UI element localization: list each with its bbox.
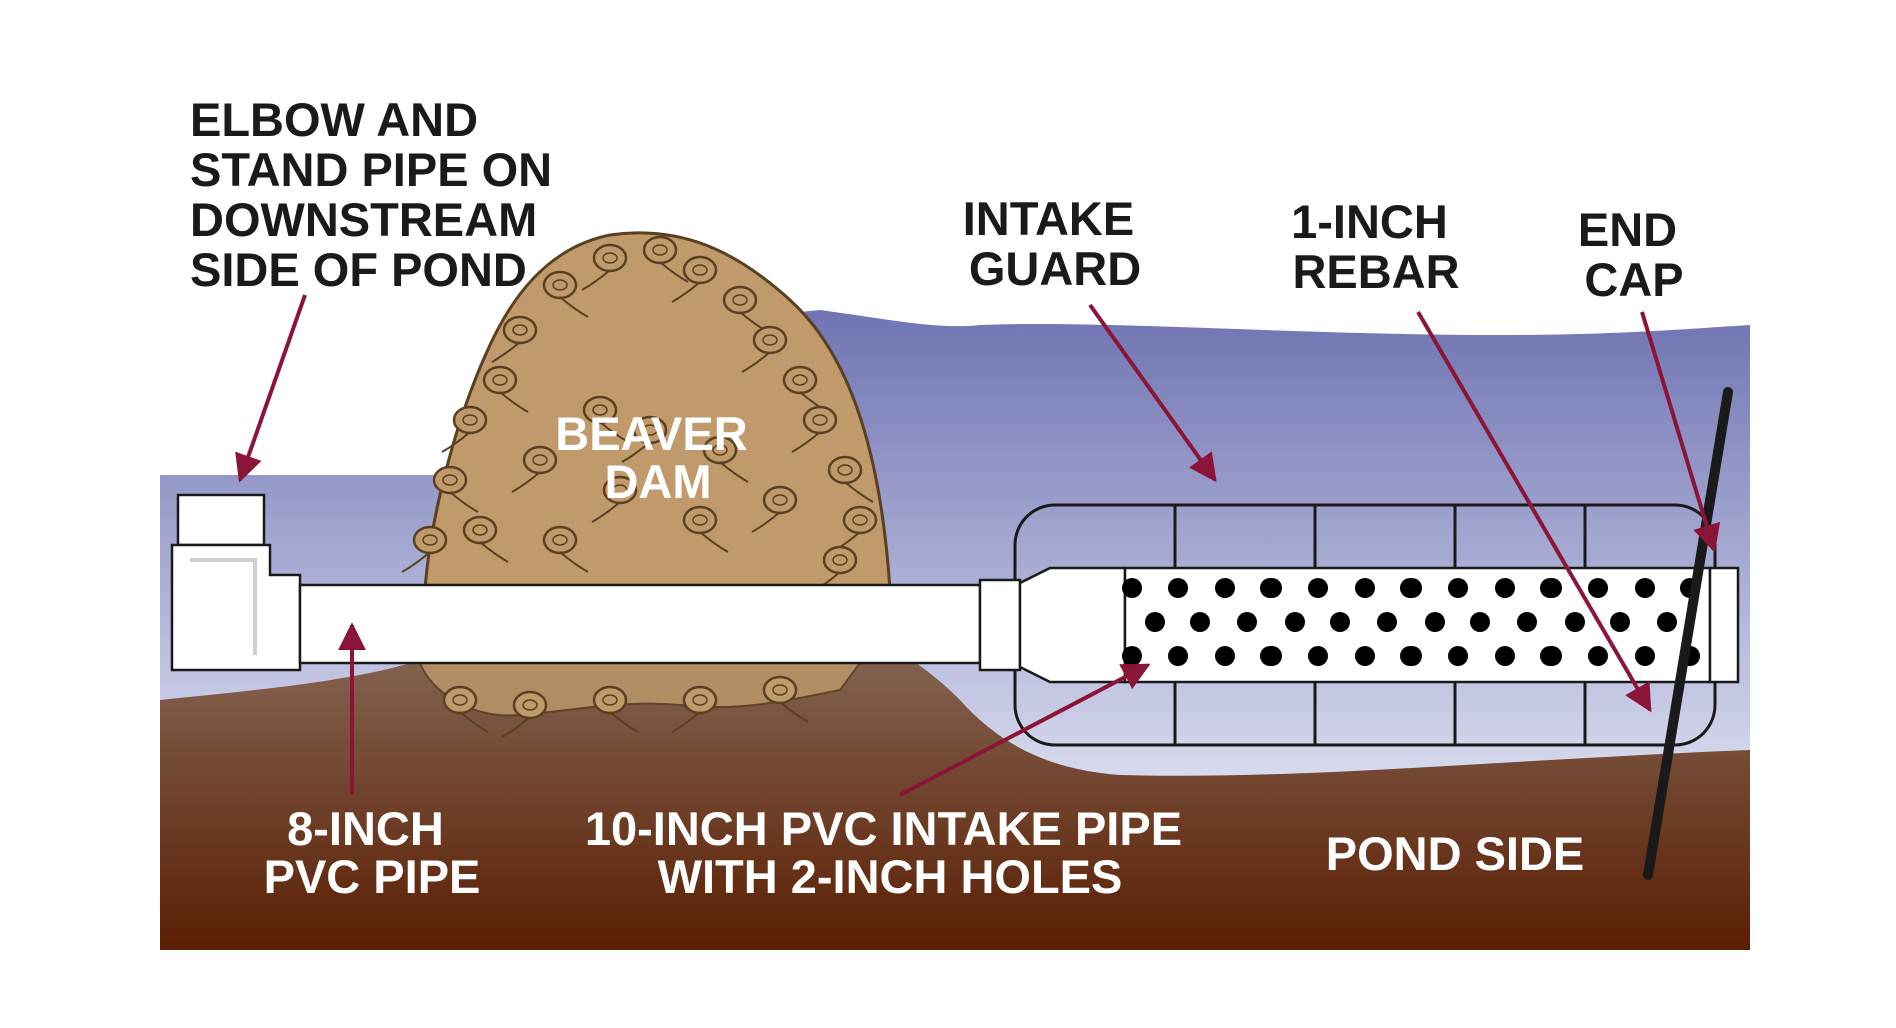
dam-stick-end xyxy=(741,325,788,373)
stand-pipe xyxy=(176,493,266,547)
labels: ELBOW AND STAND PIPE ON DOWNSTREAM SIDE … xyxy=(190,93,1690,903)
pvc-pipe-8-inch xyxy=(298,583,982,665)
dam-stick-end xyxy=(827,455,874,503)
intake-hole xyxy=(1588,646,1608,666)
dam-stick-end xyxy=(811,545,858,593)
arrow-elbow xyxy=(235,294,307,483)
dam-stick-end xyxy=(682,505,729,553)
dam-stick-end xyxy=(791,405,838,453)
intake-hole xyxy=(1145,612,1165,632)
dam-stick-end xyxy=(642,235,689,283)
arrow-end-cap xyxy=(1640,311,1721,553)
label-beaver-dam: BEAVER DAM xyxy=(555,407,760,508)
intake-hole xyxy=(1122,646,1142,666)
dam-stick-end xyxy=(591,475,638,523)
dam-stick-end xyxy=(542,525,589,573)
dam-stick-end xyxy=(782,365,829,413)
arrow-intake-pipe xyxy=(899,663,1151,797)
intake-hole xyxy=(1377,612,1397,632)
intake-hole xyxy=(1402,646,1422,666)
intake-hole xyxy=(1448,646,1468,666)
dam-stick-end xyxy=(491,315,538,363)
dam-stick-end xyxy=(702,435,749,483)
dam-stick-end xyxy=(501,690,548,738)
intake-holes xyxy=(1122,578,1700,666)
intake-hole xyxy=(1635,578,1655,598)
intake-hole xyxy=(1262,646,1282,666)
intake-hole xyxy=(1308,578,1328,598)
label-end-cap: END CAP xyxy=(1578,203,1690,306)
dam-stick-end xyxy=(621,415,668,463)
intake-hole xyxy=(1285,612,1305,632)
intake-hole xyxy=(1588,578,1608,598)
intake-hole xyxy=(1448,578,1468,598)
label-8-inch-pipe: 8-INCH PVC PIPE xyxy=(264,802,481,903)
end-cap xyxy=(1708,566,1740,684)
intake-hole xyxy=(1610,612,1630,632)
intake-hole xyxy=(1122,578,1142,598)
pipe-coupler xyxy=(978,578,1022,672)
dam-stick-end xyxy=(482,365,529,413)
dam-stick-end xyxy=(581,243,628,291)
intake-hole xyxy=(1355,578,1375,598)
dam-stick-end xyxy=(462,515,509,563)
label-rebar: 1-INCH REBAR xyxy=(1291,195,1461,298)
dam-stick-end xyxy=(401,525,448,573)
rebar-stake xyxy=(1643,387,1733,880)
label-pond-side: POND SIDE xyxy=(1326,827,1585,880)
intake-hole xyxy=(1190,612,1210,632)
dam-stick-end xyxy=(831,505,878,553)
intake-hole xyxy=(1565,612,1585,632)
dam-stick-end xyxy=(441,405,488,453)
dam-stick-end xyxy=(751,485,798,533)
intake-hole xyxy=(1495,646,1515,666)
dam-stick-end xyxy=(762,675,809,723)
intake-hole xyxy=(1402,578,1422,598)
beaver-dam-illustration xyxy=(401,231,892,738)
dam-stick-end xyxy=(432,465,479,513)
intake-hole xyxy=(1495,578,1515,598)
intake-hole xyxy=(1308,646,1328,666)
arrow-intake-guard xyxy=(1088,303,1217,483)
intake-hole xyxy=(1470,612,1490,632)
intake-hole xyxy=(1215,646,1235,666)
intake-hole xyxy=(1542,646,1562,666)
intake-hole xyxy=(1425,612,1445,632)
intake-hole xyxy=(1330,612,1350,632)
dam-stick-end xyxy=(671,685,718,733)
intake-hole xyxy=(1542,578,1562,598)
dam-stick-end xyxy=(511,445,558,493)
dam-stick-end xyxy=(542,270,589,318)
label-intake-guard: INTAKE GUARD xyxy=(963,192,1148,295)
intake-hole xyxy=(1635,646,1655,666)
intake-hole xyxy=(1355,646,1375,666)
intake-hole xyxy=(1215,578,1235,598)
dam-stick-end xyxy=(442,685,489,733)
dam-stick-end xyxy=(582,395,629,443)
arrow-rebar xyxy=(1416,310,1652,713)
intake-hole xyxy=(1657,612,1677,632)
pointer-arrows xyxy=(235,294,1721,797)
intake-hole xyxy=(1168,578,1188,598)
dam-stick-end xyxy=(592,685,639,733)
dam-stick-end xyxy=(722,285,769,333)
dam-stick-end xyxy=(671,255,718,303)
elbow-fitting xyxy=(170,543,302,672)
intake-hole xyxy=(1262,578,1282,598)
intake-hole xyxy=(1237,612,1257,632)
label-elbow-stand-pipe: ELBOW AND STAND PIPE ON DOWNSTREAM SIDE … xyxy=(190,93,565,296)
label-intake-pipe: 10-INCH PVC INTAKE PIPE WITH 2-INCH HOLE… xyxy=(585,802,1195,903)
intake-hole xyxy=(1168,646,1188,666)
pipe-reducer xyxy=(1018,566,1127,684)
intake-hole xyxy=(1517,612,1537,632)
